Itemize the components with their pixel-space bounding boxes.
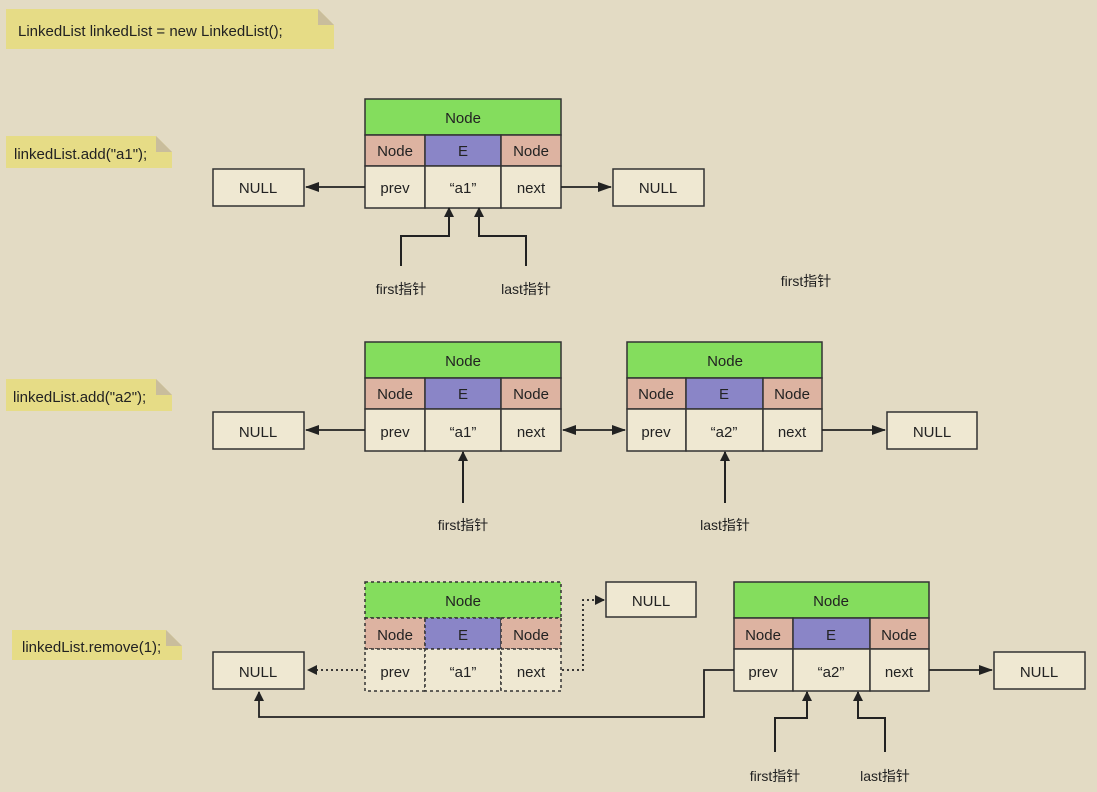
- null-box: NULL: [212, 411, 305, 450]
- svg-text:NULL: NULL: [639, 180, 677, 197]
- prev-ref-label: Node: [377, 627, 413, 644]
- a2-prev-to-null-arrow: [254, 669, 734, 718]
- note-remove: linkedList.remove(1);: [12, 630, 182, 660]
- next-ref-label: Node: [513, 627, 549, 644]
- element-label: E: [826, 627, 836, 644]
- null-box: NULL: [612, 168, 705, 207]
- last-pointer-label: last指针: [700, 517, 750, 533]
- value-a2: “a2”: [818, 664, 845, 681]
- next-field: next: [517, 664, 546, 681]
- svg-text:NULL: NULL: [239, 424, 277, 441]
- null-box: NULL: [993, 651, 1086, 690]
- note-add-a2: linkedList.add("a2");: [6, 379, 172, 411]
- next-ref-label: Node: [881, 627, 917, 644]
- prev-field: prev: [380, 180, 410, 197]
- svg-text:NULL: NULL: [913, 424, 951, 441]
- prev-ref-label: Node: [377, 386, 413, 403]
- prev-field: prev: [748, 664, 778, 681]
- next-ref-label: Node: [774, 386, 810, 403]
- node-title: Node: [445, 593, 481, 610]
- next-field: next: [885, 664, 914, 681]
- node-title: Node: [445, 353, 481, 370]
- last-pointer-arrow: [474, 207, 527, 266]
- null-box: NULL: [605, 581, 697, 618]
- first-pointer-label: first指针: [750, 768, 801, 784]
- node-title: Node: [707, 353, 743, 370]
- stray-first-label: first指针: [781, 273, 832, 289]
- element-label: E: [458, 627, 468, 644]
- node-title: Node: [445, 110, 481, 127]
- node-title: Node: [813, 593, 849, 610]
- node-a1-row1: Node Node E Node prev “a1” next: [364, 98, 562, 209]
- element-label: E: [458, 386, 468, 403]
- svg-text:NULL: NULL: [632, 593, 670, 610]
- note-add-a2-text: linkedList.add("a2");: [13, 389, 146, 406]
- node-a1-row2: Node Node E Node prev “a1” next: [364, 341, 562, 452]
- next-field: next: [517, 180, 546, 197]
- first-pointer-label: first指针: [438, 517, 489, 533]
- value-a2: “a2”: [711, 424, 738, 441]
- note-add-a1-text: linkedList.add("a1");: [14, 146, 147, 163]
- first-pointer-arrow: [400, 207, 454, 266]
- note-init-text: LinkedList linkedList = new LinkedList()…: [18, 23, 283, 40]
- value-a1: “a1”: [450, 424, 477, 441]
- next-ref-label: Node: [513, 143, 549, 160]
- node-a2-row3: Node Node E Node prev “a2” next: [733, 581, 930, 692]
- prev-ref-label: Node: [638, 386, 674, 403]
- last-pointer-label: last指针: [860, 768, 910, 784]
- value-a1: “a1”: [450, 180, 477, 197]
- null-box: NULL: [886, 411, 978, 450]
- note-remove-text: linkedList.remove(1);: [22, 639, 161, 656]
- null-box: NULL: [212, 651, 305, 690]
- last-pointer-arrow: [853, 691, 886, 752]
- prev-ref-label: Node: [745, 627, 781, 644]
- removed-next-arrow: [562, 595, 605, 671]
- note-init: LinkedList linkedList = new LinkedList()…: [6, 9, 334, 49]
- svg-text:NULL: NULL: [239, 664, 277, 681]
- next-field: next: [517, 424, 546, 441]
- node-a1-removed: Node Node E Node prev “a1” next: [364, 581, 562, 692]
- next-ref-label: Node: [513, 386, 549, 403]
- first-pointer-arrow: [774, 691, 812, 752]
- prev-field: prev: [380, 664, 410, 681]
- first-pointer-label: first指针: [376, 281, 427, 297]
- prev-field: prev: [641, 424, 671, 441]
- value-a1: “a1”: [450, 664, 477, 681]
- svg-text:NULL: NULL: [1020, 664, 1058, 681]
- prev-ref-label: Node: [377, 143, 413, 160]
- element-label: E: [458, 143, 468, 160]
- element-label: E: [719, 386, 729, 403]
- last-pointer-label: last指针: [501, 281, 551, 297]
- node-a2-row2: Node Node E Node prev “a2” next: [626, 341, 823, 452]
- prev-field: prev: [380, 424, 410, 441]
- svg-text:NULL: NULL: [239, 180, 277, 197]
- note-add-a1: linkedList.add("a1");: [6, 136, 172, 168]
- null-box: NULL: [212, 168, 305, 207]
- next-field: next: [778, 424, 807, 441]
